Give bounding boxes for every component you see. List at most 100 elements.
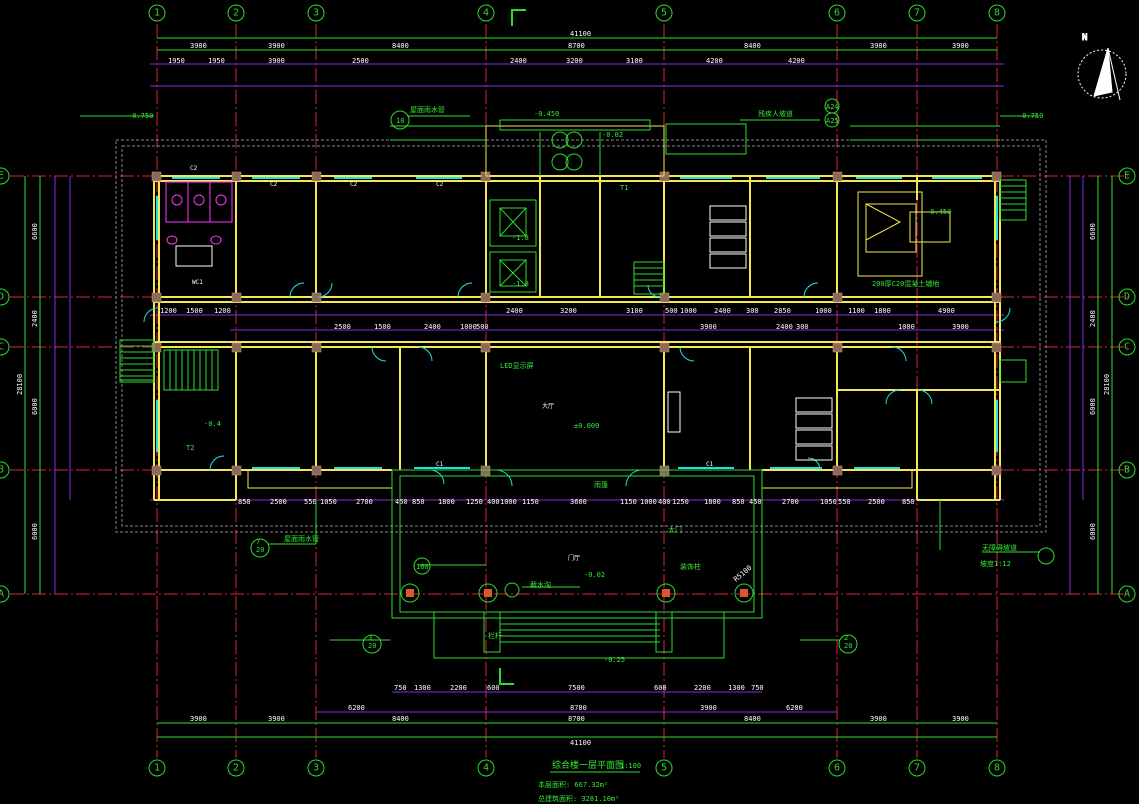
dim-bottom3-9: 750 [751, 684, 764, 692]
dim-low-13: 3600 [570, 498, 587, 506]
dim-top2-6: 3200 [566, 57, 583, 65]
dim-bottom-7: 3900 [952, 715, 969, 723]
grid-col-8-bottom: 8 [994, 763, 1000, 774]
dim-right-total: 28100 [1103, 374, 1111, 395]
grid-row-c: C [0, 342, 4, 353]
dim-corr-4: 2400 [506, 307, 523, 315]
dim-left-total: 28100 [16, 374, 24, 395]
grid-col-1: 1 [154, 8, 160, 19]
dim-corr-12: 1000 [815, 307, 832, 315]
dim-low-18: 1800 [704, 498, 721, 506]
note-door: 大门 [668, 525, 682, 534]
dimension-lines [24, 37, 1113, 738]
dim-text-right: 6600 2400 6000 6000 28100 [1089, 223, 1111, 540]
dim-corr-11: 2850 [774, 307, 791, 315]
dim-low-23: 550 [838, 498, 851, 506]
grid-col-8: 8 [994, 8, 1000, 19]
elev-top: -0.450 [534, 110, 559, 118]
grid-row-b: B [0, 465, 4, 476]
dim-left-4: 6000 [31, 523, 39, 540]
grid-row-d: D [0, 292, 4, 303]
dim-low-2: 2500 [270, 498, 287, 506]
title-block: 综合楼一层平面图 1:100 本层面积: 667.32m² 总建筑面积: 328… [538, 759, 641, 803]
ref-a25: A25 [826, 117, 839, 125]
wc-label: WC1 [192, 279, 203, 286]
dim-bottom3-6: 600 [654, 684, 667, 692]
note-rainpipe: 屋面雨水管 [410, 105, 445, 114]
note-ramp: 残疾人坡道 [758, 109, 793, 118]
note-drop: 截水沟 [530, 580, 551, 589]
dim-top2-2: 1950 [208, 57, 225, 65]
dim-bottom-total: 41100 [570, 739, 591, 747]
dim-top-3: 8400 [392, 42, 409, 50]
grid-col-3: 3 [313, 8, 319, 19]
dim-bottom2-4: 6200 [786, 704, 803, 712]
north-annex-trees [551, 131, 583, 171]
dim-low-17: 1250 [672, 498, 689, 506]
dim-right-1: 6600 [1089, 223, 1097, 240]
window-tag-1: C2 [190, 165, 198, 172]
walls [153, 175, 1001, 501]
dim-bottom3-8: 1300 [728, 684, 745, 692]
dim-low-22: 1050 [820, 498, 837, 506]
dim-text-inner: 1200 1500 1200 2400 3200 3100 500 1000 2… [160, 307, 969, 506]
stairs [119, 179, 1027, 391]
dim-corr-14: 1800 [874, 307, 891, 315]
dim-top-4: 8700 [568, 42, 585, 50]
note-canopy: 雨篷 [594, 480, 608, 489]
south-window-band [247, 469, 913, 489]
grid-col-4-bottom: 4 [483, 763, 489, 774]
dim-left-1: 6600 [31, 223, 39, 240]
dim-top2-1: 1950 [168, 57, 185, 65]
dim-bottom2-2: 8700 [570, 704, 587, 712]
grid-col-2-bottom: 2 [233, 763, 239, 774]
ref-a24: A24 [826, 103, 839, 111]
stair-t2-label: T2 [186, 444, 194, 452]
lobby-label: 大厅 [542, 402, 554, 410]
dim-bottom-6: 3900 [870, 715, 887, 723]
grid-col-1-bottom: 1 [154, 763, 160, 774]
dim-top2-3: 3900 [268, 57, 285, 65]
dim-low-21: 2700 [782, 498, 799, 506]
dim-corr-8: 1000 [680, 307, 697, 315]
dim-corr-5: 3200 [560, 307, 577, 315]
dim-top-5: 8400 [744, 42, 761, 50]
ref-20b: 20 [368, 642, 376, 650]
annotation-leaders [80, 115, 1040, 641]
dimension-lines-purple [54, 63, 1084, 713]
ref-160: 160 [416, 563, 429, 571]
dim-low-3: 550 [304, 498, 317, 506]
dim-text-bottom: 3900 3900 8400 8700 8400 3900 3900 41100… [190, 684, 969, 747]
dim-corr-9: 2400 [714, 307, 731, 315]
dim-left-3: 6000 [31, 398, 39, 415]
text-labels: -0.450 -0.02 -0.750 -0.750 ±0.000 -0.02 … [128, 103, 1043, 664]
grid-row-c-right: C [1124, 342, 1130, 353]
ref-3: 3 [368, 634, 372, 642]
grid-row-d-right: D [1124, 292, 1130, 303]
note-railing: 栏杆 [488, 631, 502, 640]
ref-radius: R5100 [732, 564, 753, 584]
grid-row-a: A [0, 589, 4, 600]
elev-left: -0.750 [128, 112, 153, 120]
elev-top2: -0.02 [602, 131, 623, 139]
dim-bottom3-7: 2200 [694, 684, 711, 692]
grid-col-6-bottom: 6 [834, 763, 840, 774]
note-concrete: 200厚C20混凝土铺地 [872, 279, 939, 288]
dim-right-2: 2400 [1089, 310, 1097, 327]
dim-low-5: 2700 [356, 498, 373, 506]
dim-bottom2-1: 6200 [348, 704, 365, 712]
north-label: N [1082, 33, 1087, 43]
entrance-canopy [391, 469, 763, 659]
dim-bottom3-5: 7500 [568, 684, 585, 692]
window-tag-5: C1 [436, 461, 444, 468]
drawing-scale: 1:100 [620, 762, 641, 770]
section-marks [499, 9, 526, 685]
dim-left-2: 2400 [31, 310, 39, 327]
doors [143, 282, 1011, 487]
dim-low-14: 1150 [620, 498, 637, 506]
window-tag-4: C2 [436, 181, 444, 188]
restroom-fixtures [165, 181, 233, 245]
elev-boiler: -0.450 [926, 208, 951, 216]
outer-apron [115, 139, 1047, 533]
grid-row-e: E [0, 171, 4, 182]
